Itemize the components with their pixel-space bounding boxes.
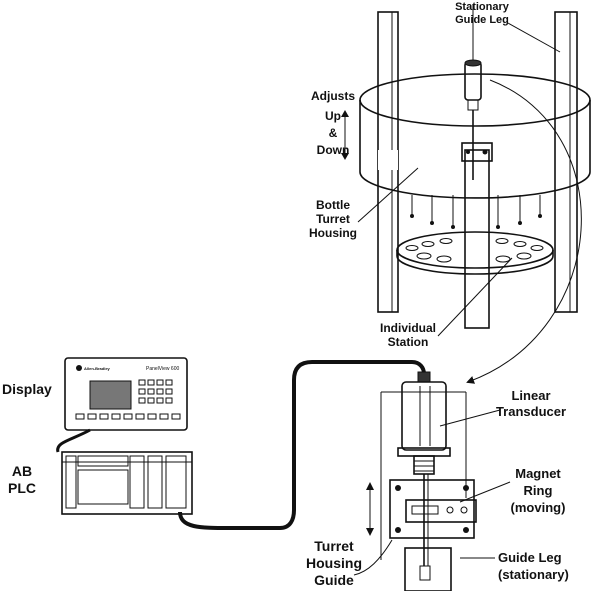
display-keypad (75, 379, 181, 420)
svg-text:Ring: Ring (524, 483, 553, 498)
top-linear-transducer (461, 5, 493, 180)
label-stationary-guide-leg: Stationary Guide Leg (455, 1, 561, 53)
svg-text:Stationary: Stationary (455, 1, 510, 13)
label-ab-plc: AB PLC (8, 463, 36, 496)
label-turret-housing-guide: Turret Housing Guide (306, 538, 393, 588)
station-probes (410, 195, 542, 229)
linear-transducer-assembly (380, 371, 477, 591)
svg-text:Guide: Guide (314, 572, 354, 588)
svg-text:Transducer: Transducer (496, 404, 566, 419)
svg-text:Up: Up (325, 109, 341, 123)
svg-text:Adjusts: Adjusts (311, 89, 355, 103)
label-linear-transducer: Linear Transducer (439, 388, 566, 427)
svg-text:Turret: Turret (316, 212, 350, 226)
label-individual-station: Individual Station (380, 257, 513, 349)
display-screen (89, 380, 132, 410)
svg-text:Magnet: Magnet (515, 466, 561, 481)
svg-text:Housing: Housing (306, 555, 362, 571)
label-magnet-ring: Magnet Ring (moving) (459, 466, 566, 515)
svg-text:AB: AB (12, 463, 32, 479)
svg-text:PLC: PLC (8, 480, 36, 496)
svg-text:Housing: Housing (309, 226, 357, 240)
bottle-turret-housing (359, 73, 591, 199)
signal-cable (178, 360, 426, 530)
svg-text:Turret: Turret (314, 538, 354, 554)
svg-text:Guide Leg: Guide Leg (498, 550, 562, 565)
display-panel: Allen-Bradley PanelView 600 (64, 357, 188, 431)
ab-plc (61, 451, 193, 515)
svg-text:(stationary): (stationary) (498, 567, 569, 582)
stationary-guide-legs (377, 11, 578, 329)
label-bottle-turret-housing: Bottle Turret Housing (309, 167, 419, 240)
svg-text:Bottle: Bottle (316, 198, 350, 212)
guide-up-down-arrow-icon (366, 482, 374, 536)
panelview-text: PanelView 600 (146, 366, 179, 372)
ab-logo-text: Allen-Bradley (84, 366, 111, 371)
label-adjusts: Adjusts Up & Down (311, 89, 355, 157)
display-plc-cable (56, 428, 91, 453)
up-down-arrow-icon (341, 110, 349, 160)
svg-text:Linear: Linear (511, 388, 550, 403)
station-plate (396, 231, 554, 275)
svg-text:Station: Station (388, 335, 429, 349)
turret-assembly (341, 5, 591, 329)
svg-text:Guide Leg: Guide Leg (455, 14, 509, 26)
label-guide-leg: Guide Leg (stationary) (460, 550, 569, 582)
label-display: Display (2, 381, 52, 397)
svg-text:(moving): (moving) (511, 500, 566, 515)
svg-text:Down: Down (317, 143, 350, 157)
svg-text:Individual: Individual (380, 321, 436, 335)
svg-text:&: & (329, 126, 338, 140)
callout-arrow (466, 79, 582, 384)
